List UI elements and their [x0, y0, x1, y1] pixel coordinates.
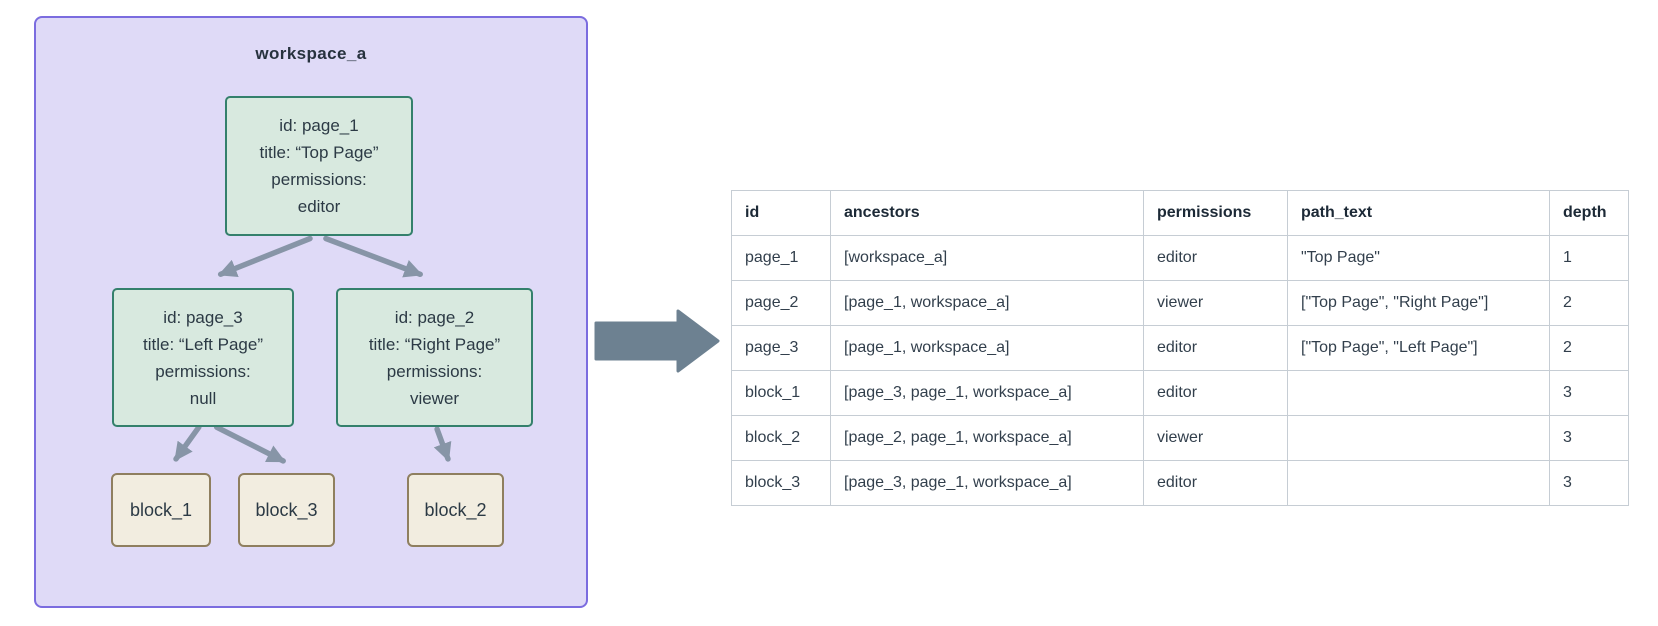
- cell-id: page_1: [731, 235, 831, 281]
- edge-page3-block3: [213, 424, 286, 464]
- node-block-2: block_2: [407, 473, 504, 547]
- cell-ancestors: [page_1, workspace_a]: [830, 280, 1144, 326]
- cell-path-text: "Top Page": [1287, 235, 1550, 281]
- cell-path-text: [1287, 415, 1550, 461]
- block-label: block_3: [255, 499, 318, 520]
- workspace-panel: workspace_a id: page_1 title: “Top Page”…: [34, 16, 588, 608]
- cell-id: page_2: [731, 280, 831, 326]
- cell-depth: 2: [1549, 280, 1629, 326]
- column-header-path-text: path_text: [1287, 190, 1550, 236]
- node-line: viewer: [409, 388, 460, 408]
- cell-ancestors: [page_1, workspace_a]: [830, 325, 1144, 371]
- node-line: title: “Right Page”: [368, 334, 501, 354]
- cell-path-text: [1287, 370, 1550, 416]
- table-row: page_2 [page_1, workspace_a] viewer ["To…: [731, 280, 1629, 326]
- cell-id: block_1: [731, 370, 831, 416]
- node-line: editor: [297, 197, 341, 216]
- node-block-3: block_3: [238, 473, 335, 547]
- node-line: permissions:: [386, 361, 483, 381]
- node-line: null: [189, 388, 217, 408]
- transform-arrow-icon: [594, 309, 720, 373]
- column-header-id: id: [731, 190, 831, 236]
- cell-path-text: ["Top Page", "Left Page"]: [1287, 325, 1550, 371]
- cell-path-text: ["Top Page", "Right Page"]: [1287, 280, 1550, 326]
- table-row: page_3 [page_1, workspace_a] editor ["To…: [731, 325, 1629, 371]
- table-row: page_1 [workspace_a] editor "Top Page" 1: [731, 235, 1629, 281]
- cell-permissions: viewer: [1143, 415, 1288, 461]
- table-row: block_1 [page_3, page_1, workspace_a] ed…: [731, 370, 1629, 416]
- node-line: title: “Left Page”: [142, 334, 263, 354]
- ancestors-table: id ancestors permissions path_text depth…: [731, 190, 1629, 506]
- node-line: id: page_2: [394, 307, 475, 327]
- cell-permissions: editor: [1143, 460, 1288, 506]
- cell-permissions: viewer: [1143, 280, 1288, 326]
- workspace-title: workspace_a: [255, 44, 367, 63]
- cell-ancestors: [page_2, page_1, workspace_a]: [830, 415, 1144, 461]
- node-line: permissions:: [155, 361, 251, 381]
- table-row: block_2 [page_2, page_1, workspace_a] vi…: [731, 415, 1629, 461]
- edge-page2-block2: [433, 426, 452, 462]
- cell-ancestors: [workspace_a]: [830, 235, 1144, 281]
- column-header-permissions: permissions: [1143, 190, 1288, 236]
- block-label: block_1: [129, 499, 193, 520]
- cell-depth: 1: [1549, 235, 1629, 281]
- table-body: page_1 [workspace_a] editor "Top Page" 1…: [731, 235, 1629, 506]
- table-header-row: id ancestors permissions path_text depth: [731, 190, 1629, 236]
- cell-ancestors: [page_3, page_1, workspace_a]: [830, 370, 1144, 416]
- table-row: block_3 [page_3, page_1, workspace_a] ed…: [731, 460, 1629, 506]
- edge-page3-block1: [173, 424, 202, 462]
- cell-id: block_3: [731, 460, 831, 506]
- edge-page1-page2: [323, 235, 423, 278]
- cell-permissions: editor: [1143, 235, 1288, 281]
- cell-depth: 3: [1549, 460, 1629, 506]
- cell-permissions: editor: [1143, 325, 1288, 371]
- cell-depth: 3: [1549, 370, 1629, 416]
- cell-depth: 2: [1549, 325, 1629, 371]
- block-label: block_2: [424, 499, 487, 520]
- cell-ancestors: [page_3, page_1, workspace_a]: [830, 460, 1144, 506]
- cell-path-text: [1287, 460, 1550, 506]
- node-line: id: page_3: [163, 307, 243, 327]
- node-page-1: id: page_1 title: “Top Page” permissions…: [225, 96, 413, 236]
- node-block-1: block_1: [111, 473, 211, 547]
- node-page-2: id: page_2 title: “Right Page” permissio…: [336, 288, 533, 427]
- node-line: title: “Top Page”: [259, 143, 379, 162]
- cell-id: page_3: [731, 325, 831, 371]
- node-page-3: id: page_3 title: “Left Page” permission…: [112, 288, 294, 427]
- table-header: id ancestors permissions path_text depth: [731, 190, 1629, 236]
- column-header-ancestors: ancestors: [830, 190, 1144, 236]
- node-line: permissions:: [271, 170, 367, 189]
- node-line: id: page_1: [279, 116, 359, 135]
- cell-id: block_2: [731, 415, 831, 461]
- cell-permissions: editor: [1143, 370, 1288, 416]
- cell-depth: 3: [1549, 415, 1629, 461]
- column-header-depth: depth: [1549, 190, 1629, 236]
- edge-page1-page3: [217, 235, 313, 278]
